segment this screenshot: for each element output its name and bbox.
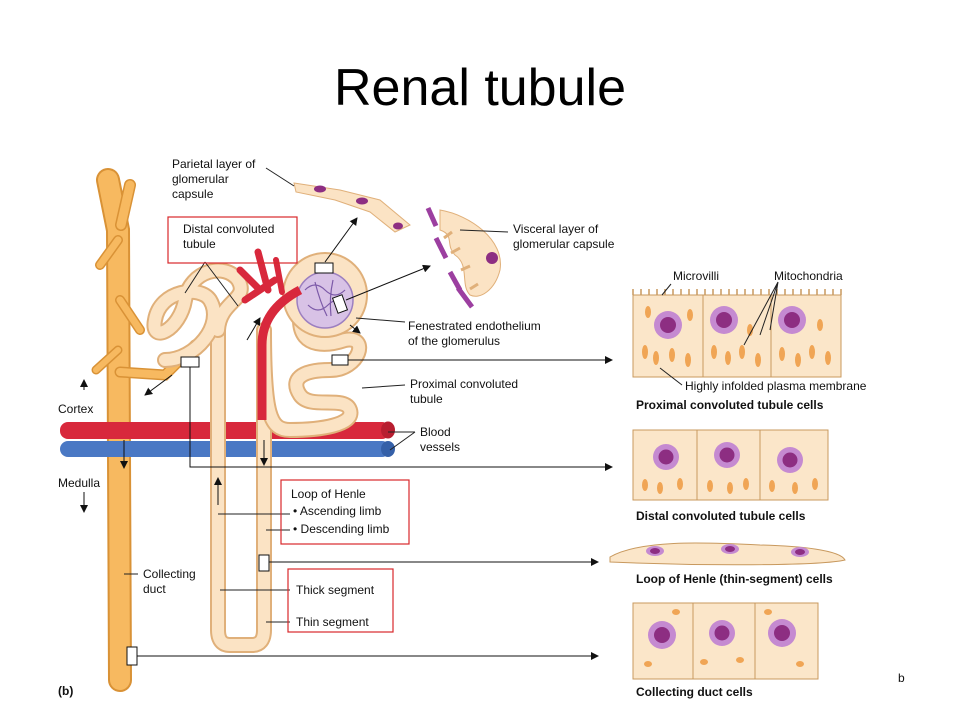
label-thin-segment: Thin segment xyxy=(296,615,369,629)
label-mitochondria: Mitochondria xyxy=(774,269,843,283)
label-loop-of-henle: Loop of Henle xyxy=(291,487,366,501)
distal-cells-panel xyxy=(632,429,829,501)
label-medulla: Medulla xyxy=(58,476,100,490)
loop-thin-cells-panel xyxy=(609,542,846,566)
label-microvilli: Microvilli xyxy=(673,269,719,283)
label-distal-1: Distal convoluted xyxy=(183,222,274,236)
label-collecting-duct-1: Collecting xyxy=(143,567,196,581)
visceral-layer-detail xyxy=(439,209,501,297)
loop-of-henle-box xyxy=(280,479,410,545)
label-panel-letter: (b) xyxy=(58,684,73,698)
label-blood-1: Blood xyxy=(420,425,451,439)
label-cortex: Cortex xyxy=(58,402,93,416)
parietal-layer-detail xyxy=(293,182,411,233)
label-infolded-membrane: Highly infolded plasma membrane xyxy=(685,379,867,393)
label-parietal-layer-3: capsule xyxy=(172,187,214,201)
label-fenestrated-1: Fenestrated endothelium xyxy=(408,319,541,333)
label-blood-2: vessels xyxy=(420,440,460,454)
label-ascending-limb: • Ascending limb xyxy=(293,504,382,518)
label-visceral-2: glomerular capsule xyxy=(513,237,615,251)
collecting-cells-panel xyxy=(632,602,819,680)
caption-collecting-cells: Collecting duct cells xyxy=(636,685,753,699)
label-collecting-duct-2: duct xyxy=(143,582,166,596)
caption-proximal-cells: Proximal convoluted tubule cells xyxy=(636,398,824,412)
nephron-tubule xyxy=(120,248,368,653)
corner-mark: b xyxy=(898,671,905,685)
label-parietal-layer-2: glomerular xyxy=(172,172,229,186)
segment-box xyxy=(287,568,394,633)
slide-title: Renal tubule xyxy=(334,59,626,117)
label-visceral-1: Visceral layer of xyxy=(513,222,599,236)
caption-loop-thin-cells: Loop of Henle (thin-segment) cells xyxy=(636,572,833,586)
label-parietal-layer-1: Parietal layer of xyxy=(172,157,256,171)
sample-markers xyxy=(126,262,349,666)
caption-distal-cells: Distal convoluted tubule cells xyxy=(636,509,806,523)
label-descending-limb: • Descending limb xyxy=(293,522,390,536)
label-proximal-1: Proximal convoluted xyxy=(410,377,518,391)
label-fenestrated-2: of the glomerulus xyxy=(408,334,500,348)
label-proximal-2: tubule xyxy=(410,392,443,406)
proximal-cells-panel xyxy=(632,289,842,378)
fenestrated-endothelium-detail xyxy=(425,206,475,309)
distal-convoluted-box xyxy=(167,216,298,264)
label-thick-segment: Thick segment xyxy=(296,583,375,597)
label-distal-2: tubule xyxy=(183,237,216,251)
